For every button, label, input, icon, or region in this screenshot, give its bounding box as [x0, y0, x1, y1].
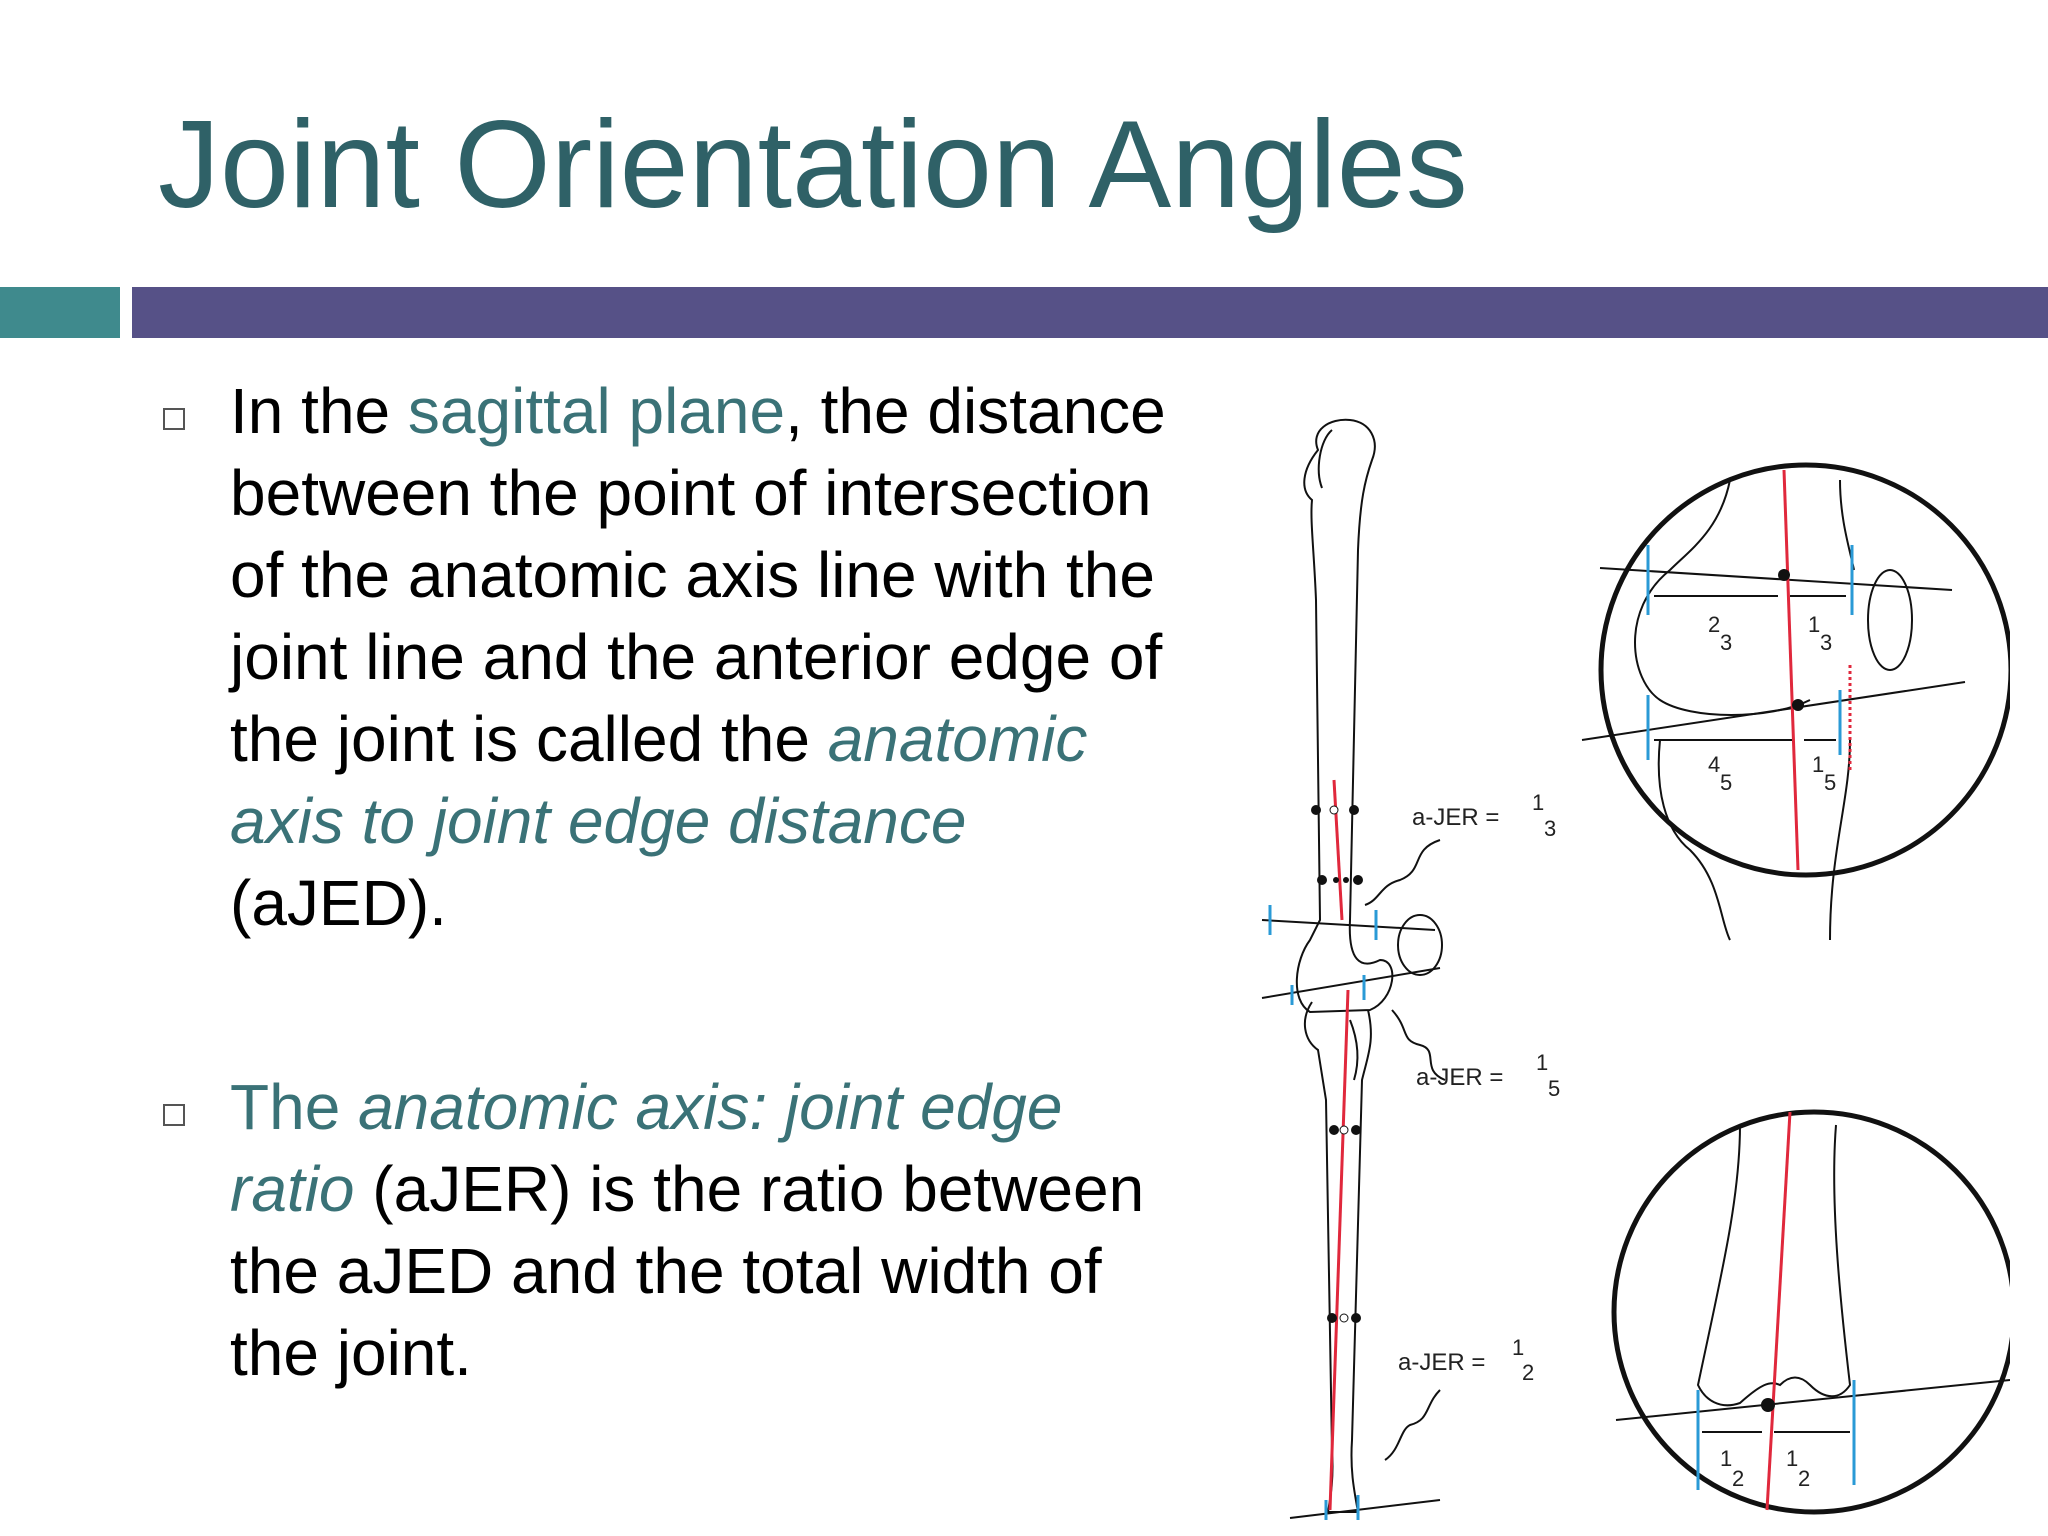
slide-title: Joint Orientation Angles: [158, 96, 1468, 234]
bullet-2-seg-0: The: [230, 1071, 359, 1143]
title-accent-bar: [0, 287, 120, 338]
bullet-2-seg-2: (aJER) is the ratio between the aJED and…: [230, 1153, 1145, 1389]
svg-text:1: 1: [1512, 1335, 1524, 1360]
svg-text:2: 2: [1708, 612, 1720, 637]
knee-inset-circle: 2 3 1 3 4 5 1 5: [1581, 462, 2010, 941]
svg-text:4: 4: [1708, 752, 1720, 777]
svg-text:3: 3: [1720, 630, 1732, 655]
svg-text:1: 1: [1786, 1446, 1798, 1471]
svg-text:5: 5: [1824, 770, 1836, 795]
bullet-1-text: In the sagittal plane, the distance betw…: [230, 370, 1190, 944]
svg-text:1: 1: [1532, 790, 1544, 815]
svg-text:5: 5: [1720, 770, 1732, 795]
svg-text:2: 2: [1798, 1466, 1810, 1491]
bullet-2-text: The anatomic axis: joint edge ratio (aJE…: [230, 1066, 1190, 1394]
svg-text:1: 1: [1812, 752, 1824, 777]
bullet-1-seg-4: (aJED).: [230, 867, 447, 939]
svg-text:3: 3: [1544, 816, 1556, 841]
ankle-inset-circle: 1 2 1 2: [1611, 1109, 2010, 1515]
title-divider-bar: [132, 287, 2048, 338]
svg-text:2: 2: [1732, 1466, 1744, 1491]
svg-text:1: 1: [1808, 612, 1820, 637]
svg-text:5: 5: [1548, 1076, 1560, 1101]
svg-text:2: 2: [1522, 1360, 1534, 1385]
tibia-dist-ajer-label: a-JER =: [1398, 1349, 1485, 1376]
svg-text:3: 3: [1820, 630, 1832, 655]
svg-text:1: 1: [1536, 1050, 1548, 1075]
bone-axis-diagram: a-JER = 1 3 a-JER = 1 5 a-JER = 1 2: [1250, 400, 2010, 1520]
bullet-1-icon: [163, 408, 185, 430]
bullet-1-seg-2: , the distance between the point of inte…: [230, 375, 1166, 775]
bullet-1-seg-0: In the: [230, 375, 408, 447]
bullet-1-seg-3: anatomic axis to joint edge distance: [230, 703, 1088, 857]
bullet-1-seg-1: sagittal plane: [407, 375, 786, 447]
bullet-2-seg-1: anatomic axis: joint edge ratio: [230, 1071, 1063, 1225]
femur-ajer-label: a-JER =: [1412, 804, 1499, 831]
bullet-2-icon: [163, 1104, 185, 1126]
tibia-prox-ajer-label: a-JER =: [1416, 1064, 1503, 1091]
svg-text:1: 1: [1720, 1446, 1732, 1471]
